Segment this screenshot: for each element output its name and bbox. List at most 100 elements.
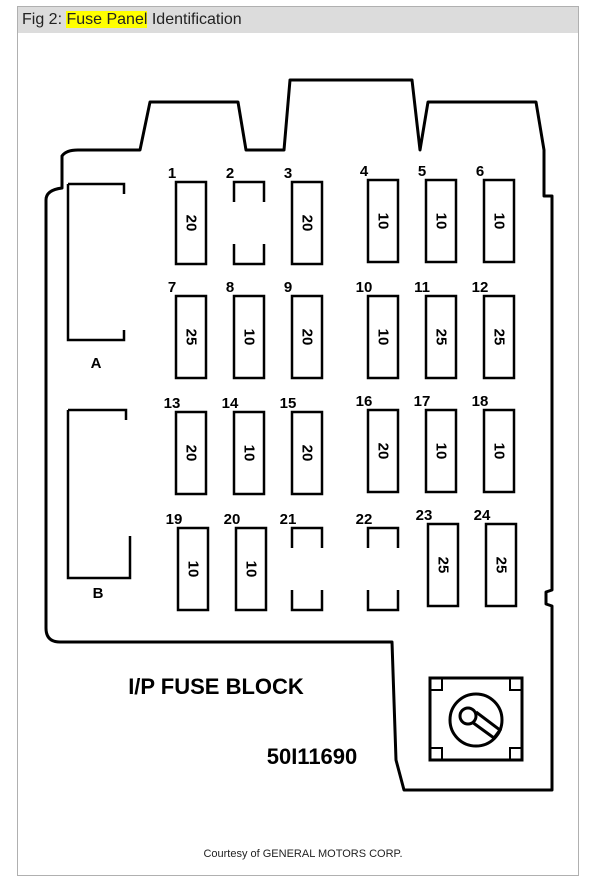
fuse-9-number: 9 — [284, 279, 292, 296]
fuse-18-rating: 10 — [491, 443, 508, 460]
fuse-14-rating: 10 — [241, 445, 258, 462]
fuse-5-rating: 10 — [433, 213, 450, 230]
fuse-11-rating: 25 — [433, 329, 450, 346]
relay-b-label: B — [93, 585, 104, 602]
fuse-8: 10 8 — [226, 279, 266, 380]
fuse-10-number: 10 — [356, 279, 373, 296]
fuse-18-body — [482, 408, 516, 494]
fuse-15-body — [290, 410, 324, 496]
fuse-14: 10 14 — [222, 395, 266, 496]
fuse-12-body — [482, 294, 516, 380]
fuse-17-number: 17 — [414, 393, 431, 410]
fuse-9: 20 9 — [284, 279, 324, 380]
fuse-22-number: 22 — [356, 511, 373, 528]
fuse-19-body — [176, 526, 210, 612]
fuse-1-number: 1 — [168, 165, 176, 182]
fuse-14-body — [232, 410, 266, 496]
fuse-21: 21 — [280, 511, 324, 612]
fuse-11-number: 11 — [414, 279, 430, 296]
fuse-5: 10 5 — [418, 163, 458, 264]
fuse-4-rating: 10 — [375, 213, 392, 230]
fuse-20: 10 20 — [224, 511, 268, 612]
fuse-14-number: 14 — [222, 395, 239, 412]
fuse-17-rating: 10 — [433, 443, 450, 460]
caption-suffix: Identification — [147, 11, 242, 28]
fuse-16-body — [366, 408, 400, 494]
caption-prefix: Fig 2: — [22, 11, 67, 28]
fuse-13-number: 13 — [164, 395, 181, 412]
fuse-6: 106 — [476, 163, 516, 264]
credit-line: Courtesy of GENERAL MOTORS CORP. — [203, 848, 403, 860]
fuse-22-empty-slot — [366, 526, 400, 612]
fuse-11-body — [424, 294, 458, 380]
fuse-8-number: 8 — [226, 279, 234, 296]
fuse-3: 20 3 — [284, 165, 324, 266]
fuse-20-number: 20 — [224, 511, 241, 528]
fuse-18: 10 18 — [472, 393, 516, 494]
fuse-23-rating: 25 — [435, 557, 452, 574]
flasher-unit — [428, 676, 524, 762]
fuse-21-empty-slot — [290, 526, 324, 612]
fuse-8-body — [232, 294, 266, 380]
fuse-1-body — [174, 180, 208, 266]
fuse-11: 25 11 — [414, 279, 458, 380]
fuse-24-number: 24 — [474, 507, 491, 524]
fuse-1-rating: 20 — [183, 215, 200, 232]
fuse-4-body — [366, 178, 400, 264]
fuse-24-body — [484, 522, 518, 608]
fuse-23-number: 23 — [416, 507, 433, 524]
fuse-7-number: 7 — [168, 279, 176, 296]
fuse-3-number: 3 — [284, 165, 292, 182]
figure-caption: Fig 2: Fuse Panel Identification — [18, 7, 578, 33]
part-number: 50I11690 — [267, 744, 358, 769]
fuse-19-rating: 10 — [185, 561, 202, 578]
fuse-5-number: 5 — [418, 163, 426, 180]
fuse-19-number: 19 — [166, 511, 183, 528]
fuse-6-rating: 10 — [491, 213, 508, 230]
fuse-24-rating: 25 — [493, 557, 510, 574]
fuse-2-empty-slot — [232, 180, 266, 266]
fuse-9-body — [290, 294, 324, 380]
fuse-block-title: I/P FUSE BLOCK — [128, 674, 304, 699]
fuse-9-rating: 20 — [299, 329, 316, 346]
caption-highlight: Fuse Panel — [66, 11, 148, 28]
fuse-12-rating: 25 — [491, 329, 508, 346]
fuse-13-body — [174, 410, 208, 496]
fuse-16-rating: 20 — [375, 443, 392, 460]
fuse-20-rating: 10 — [243, 561, 260, 578]
fuse-7: 25 7 — [168, 279, 208, 380]
fuse-10-rating: 10 — [375, 329, 392, 346]
fuse-13-rating: 20 — [183, 445, 200, 462]
fuse-18-number: 18 — [472, 393, 489, 410]
relay-a-slot — [66, 182, 126, 342]
fuse-16-number: 16 — [356, 393, 373, 410]
fuse-10-body — [366, 294, 400, 380]
fuse-4-number: 4 — [360, 163, 369, 180]
fuse-24: 25 24 — [474, 507, 518, 608]
fuse-5-body — [424, 178, 458, 264]
fuse-4: 10 4 — [360, 163, 400, 264]
relay-b-slot — [66, 408, 132, 580]
fuse-3-rating: 20 — [299, 215, 316, 232]
fuse-17-body — [424, 408, 458, 494]
fuse-15-rating: 20 — [299, 445, 316, 462]
fuse-7-rating: 25 — [183, 329, 200, 346]
fuse-2: 2 — [226, 165, 266, 266]
fuse-22: 22 — [356, 511, 400, 612]
fuse-19: 10 19 — [166, 511, 210, 612]
fuse-6-body — [482, 178, 516, 264]
fuse-21-number: 21 — [280, 511, 297, 528]
fuse-block-outline — [44, 78, 554, 792]
fuse-23: 25 23 — [416, 507, 460, 608]
fuse-3-body — [290, 180, 324, 266]
fuse-23-body — [426, 522, 460, 608]
fuse-8-rating: 10 — [241, 329, 258, 346]
fuse-17: 10 17 — [414, 393, 458, 494]
fuse-1: 20 1 — [168, 165, 208, 266]
